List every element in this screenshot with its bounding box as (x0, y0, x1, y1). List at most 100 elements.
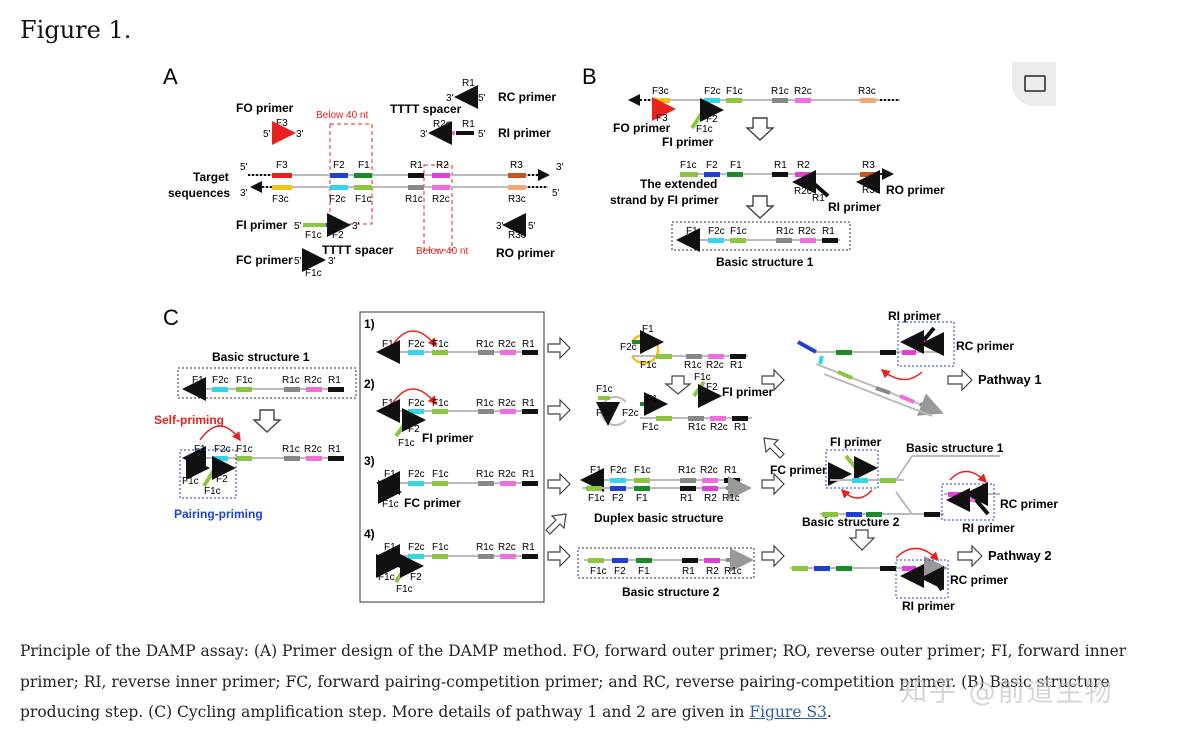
label-f1c: F1c (305, 268, 322, 279)
label-f1c: F1c (432, 339, 449, 350)
fi-primer-label-b: FI primer (662, 135, 714, 149)
duplex-label: Duplex basic structure (594, 511, 724, 525)
panel-a: A FO primer F3 5' 3' R1 3' 5' RC primer … (163, 64, 564, 279)
fc-primer-label: FC primer (236, 253, 293, 267)
right-arrow-icon (761, 472, 785, 496)
label-r1: R1 (410, 160, 423, 171)
label-r1: R1 (522, 339, 535, 350)
basic-structure-1-box (671, 221, 851, 251)
expand-figure-button[interactable] (1012, 62, 1056, 106)
label-r2c: R2c (706, 360, 724, 371)
label-f2c: F2c (329, 194, 346, 205)
label-r1c: R1c (476, 398, 494, 409)
label-r2c: R2c (498, 542, 516, 553)
rc-primer-label-p1: RC primer (956, 339, 1014, 353)
label-5prime: 5' (240, 162, 248, 173)
label-f2c: F2c (408, 469, 425, 480)
below40-label-2: Below 40 nt (416, 246, 468, 257)
label-f1: F1 (590, 465, 602, 476)
label-f2: F2 (614, 566, 626, 577)
label-r1: R1 (682, 566, 695, 577)
label-f2c: F2c (622, 408, 639, 419)
label-f1c: F1c (355, 194, 372, 205)
ri-primer-b-r1 (810, 180, 830, 198)
label-r2: R2 (436, 160, 449, 171)
fo-primer-label-b: FO primer (613, 121, 671, 135)
label-f1c: F1c (694, 372, 711, 383)
label-r1c: R1c (722, 493, 740, 504)
label-r3c: R3c (862, 185, 880, 196)
ri-primer-label-p1: RI primer (888, 309, 941, 323)
label-r2c: R2c (700, 465, 718, 476)
down-arrow-icon (745, 195, 775, 219)
right-arrow-icon (761, 544, 785, 568)
label-r2c: R2c (794, 186, 812, 197)
label-r2c: R2c (304, 444, 322, 455)
label-r1: R1 (822, 226, 835, 237)
tttt-spacer-label-2: TTTT spacer (322, 243, 394, 257)
label-r3c: R3c (858, 86, 876, 97)
label-r1c: R1c (405, 194, 423, 205)
label-f1: F1 (384, 542, 396, 553)
watermark: 知乎 @前道生物 (900, 677, 1114, 708)
ri-primer-label-p2: RI primer (902, 599, 955, 613)
ri-box-3 (895, 559, 949, 599)
pairing-priming-label: Pairing-priming (174, 507, 263, 521)
label-r1c: R1c (724, 566, 742, 577)
steps-box (359, 311, 545, 603)
label-3prime: 3' (420, 129, 428, 140)
label-f2c: F2c (704, 86, 721, 97)
label-f1: F1 (358, 160, 370, 171)
basic-structure-1-label: Basic structure 1 (716, 255, 814, 269)
basic-structure-2-label: Basic structure 2 (622, 585, 720, 599)
label-f1c: F1c (182, 476, 199, 487)
label-f1c: F1c (204, 486, 221, 497)
below40-label: Below 40 nt (316, 110, 368, 121)
step-2-label: 2) (364, 377, 375, 391)
label-f1c: F1c (236, 375, 253, 386)
label-f3: F3 (276, 118, 288, 129)
label-f2c: F2c (214, 444, 231, 455)
label-r1: R1 (724, 465, 737, 476)
self-priming-arc (199, 425, 241, 442)
label-f2: F2 (216, 474, 228, 485)
label-r1: R1 (462, 119, 475, 130)
diagonal-arrow-icon (763, 437, 785, 459)
label-r1c: R1c (776, 226, 794, 237)
label-f1c: F1c (396, 584, 413, 595)
label-r1c: R1c (688, 422, 706, 433)
label-f2c: F2c (708, 226, 725, 237)
label-f1c: F1c (642, 422, 659, 433)
right-arrow-icon (761, 368, 785, 392)
label-f3c: F3c (652, 86, 669, 97)
label-r1: R1 (462, 78, 475, 89)
label-r1c: R1c (282, 375, 300, 386)
panel-c-letter: C (163, 305, 179, 330)
label-r2c: R2c (433, 119, 451, 130)
label-f1c: F1c (398, 438, 415, 449)
extended-label-2: strand by FI primer (610, 193, 719, 207)
figure-s3-link[interactable]: Figure S3 (749, 703, 827, 721)
pairing-box (179, 449, 237, 499)
tttt-spacer-label: TTTT spacer (390, 102, 462, 116)
label-f2: F2 (706, 382, 718, 393)
label-r1c: R1c (476, 542, 494, 553)
self-priming-label: Self-priming (154, 413, 224, 427)
right-arrow-icon (547, 544, 571, 568)
label-5prime: 5' (552, 188, 560, 199)
label-f1: F1 (192, 375, 204, 386)
label-f2c: F2c (620, 342, 637, 353)
label-r1c: R1c (771, 86, 789, 97)
label-r1c: R1c (678, 465, 696, 476)
panel-b-letter: B (582, 64, 597, 89)
label-f3: F3 (276, 160, 288, 171)
label-f2c: F2c (212, 375, 229, 386)
label-r1: R1 (328, 375, 341, 386)
panel-a-letter: A (163, 64, 178, 89)
label-f1c: F1c (236, 444, 253, 455)
panel-c: C Basic structure 1 F1 F2c F1c R1c R2c R… (154, 305, 1058, 613)
rc-primer-label: RC primer (498, 90, 556, 104)
step-1-label: 1) (364, 317, 375, 331)
label-f1: F1 (642, 324, 654, 335)
label-r2: R2 (704, 493, 717, 504)
